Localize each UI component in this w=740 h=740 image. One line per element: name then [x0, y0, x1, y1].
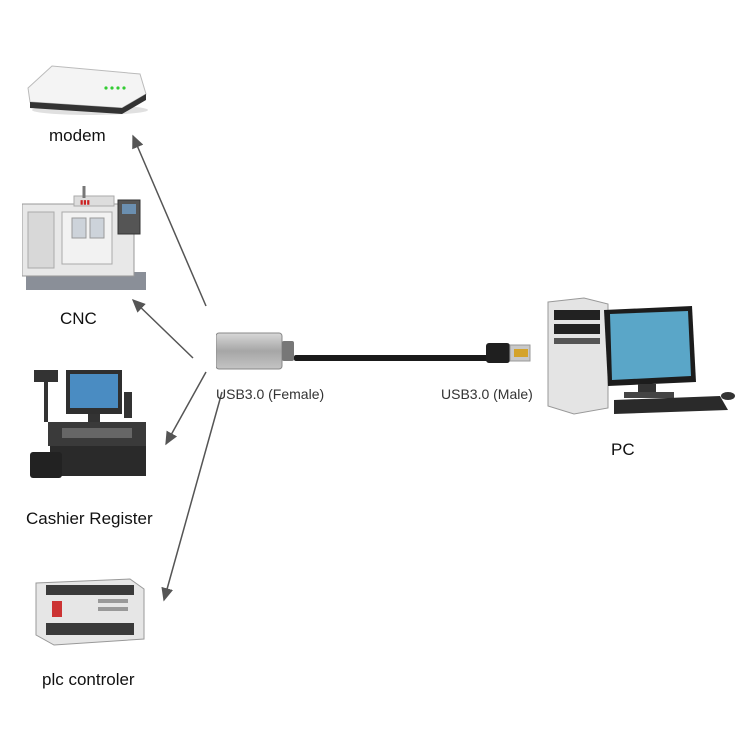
usb-female-connector — [215, 331, 296, 371]
pc-label: PC — [611, 440, 635, 459]
usb-female-connector-icon — [215, 332, 294, 370]
arrow-to-modem — [132, 134, 207, 307]
usb-male-label: USB3.0 (Male) — [441, 386, 533, 402]
usb-male-connector — [486, 342, 532, 364]
plc-controller-icon — [35, 578, 145, 646]
cashier-device — [28, 366, 150, 482]
arrow-to-cashier — [165, 371, 207, 446]
modem-label: modem — [49, 126, 106, 145]
usb-female-label: USB3.0 (Female) — [216, 386, 325, 402]
cnc-label: CNC — [60, 309, 97, 328]
usb-cable — [294, 349, 490, 361]
plc-device — [34, 575, 146, 647]
desktop-pc-icon — [547, 297, 735, 415]
cash-register-icon — [30, 370, 146, 478]
pc-device — [544, 296, 736, 420]
cable-line — [294, 355, 490, 361]
svg-text:▮▮▮: ▮▮▮ — [80, 200, 90, 206]
cnc-device: ▮▮▮ — [21, 186, 150, 294]
cashier-label: Cashier Register — [26, 509, 153, 528]
arrow-to-plc — [161, 391, 223, 602]
cnc-machine-icon: ▮▮▮ — [21, 186, 146, 290]
plc-label: plc controler — [42, 670, 135, 689]
modem-device — [22, 58, 150, 116]
modem-icon — [27, 65, 148, 115]
arrow-to-cnc — [131, 298, 194, 359]
usb-male-connector-icon — [486, 343, 531, 363]
